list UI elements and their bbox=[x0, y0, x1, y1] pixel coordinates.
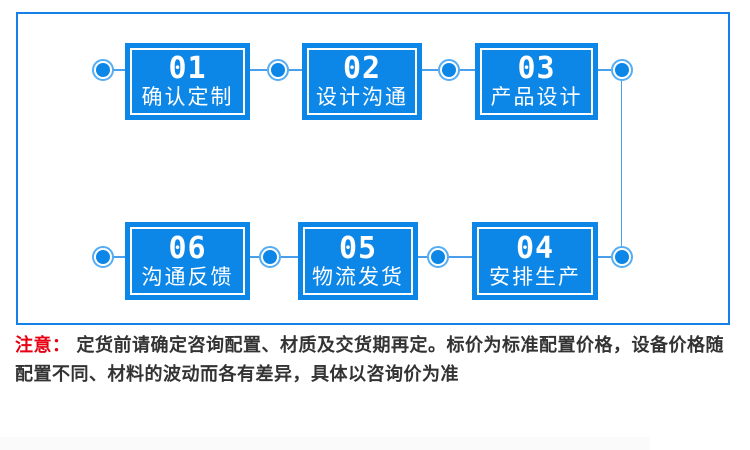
connector-line bbox=[113, 256, 125, 258]
connector-line bbox=[250, 69, 267, 71]
step-label-01: 确认定制 bbox=[141, 86, 234, 109]
step-number-05: 05 bbox=[338, 230, 378, 266]
connector-line bbox=[449, 256, 472, 258]
step-number-04: 04 bbox=[515, 230, 555, 266]
connector-node-02-03 bbox=[438, 59, 460, 81]
step-label-03: 产品设计 bbox=[490, 86, 583, 109]
step-label-02: 设计沟通 bbox=[316, 86, 408, 109]
flow-diagram-frame bbox=[16, 12, 730, 325]
step-box-05: 05 物流发货 bbox=[298, 222, 418, 300]
step-box-06: 06 沟通反馈 bbox=[125, 222, 250, 300]
connector-line bbox=[459, 69, 475, 71]
step-box-02: 02 设计沟通 bbox=[302, 43, 422, 120]
connector-line-vertical bbox=[621, 81, 622, 246]
connector-node-top-right bbox=[611, 59, 633, 81]
step-label-04: 安排生产 bbox=[489, 265, 581, 289]
connector-line bbox=[281, 256, 298, 258]
step-number-02: 02 bbox=[342, 51, 382, 86]
step-number-01: 01 bbox=[168, 51, 207, 86]
step-label-05: 物流发货 bbox=[312, 265, 404, 289]
connector-node-06-05 bbox=[259, 246, 281, 268]
connector-line bbox=[113, 69, 125, 71]
step-label-06: 沟通反馈 bbox=[141, 265, 234, 289]
connector-line bbox=[598, 69, 611, 71]
step-number-03: 03 bbox=[517, 51, 556, 86]
step-box-04: 04 安排生产 bbox=[472, 222, 598, 300]
step-box-01: 01 确认定制 bbox=[125, 43, 250, 120]
connector-line bbox=[598, 256, 611, 258]
connector-line bbox=[288, 69, 302, 71]
notice-text: 定货前请确定咨询配置、材质及交货期再定。标价为标准配置价格，设备价格随配置不同、… bbox=[15, 335, 724, 384]
connector-line bbox=[422, 69, 438, 71]
notice-label: 注意： bbox=[15, 335, 71, 355]
connector-line bbox=[418, 256, 427, 258]
connector-node-01-02 bbox=[267, 59, 289, 81]
step-number-06: 06 bbox=[168, 230, 207, 266]
connector-node-05-04 bbox=[427, 246, 449, 268]
connector-node-start-top bbox=[92, 59, 114, 81]
connector-line bbox=[250, 256, 259, 258]
connector-node-bottom-right bbox=[611, 246, 633, 268]
step-box-03: 03 产品设计 bbox=[475, 43, 598, 120]
notice-paragraph: 注意：定货前请确定咨询配置、材质及交货期再定。标价为标准配置价格，设备价格随配置… bbox=[15, 331, 739, 389]
bottom-divider-strip bbox=[0, 437, 650, 450]
connector-node-end-bottom bbox=[92, 246, 114, 268]
